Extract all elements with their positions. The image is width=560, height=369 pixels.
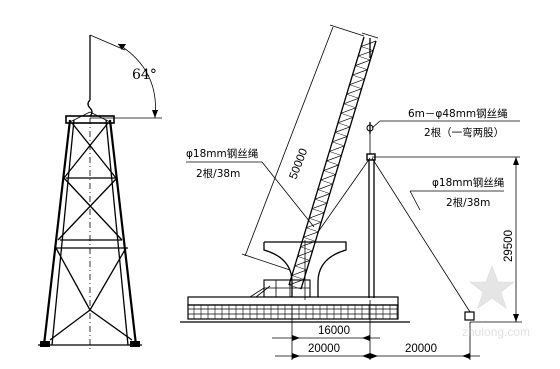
rope-left-label-1: φ18mm钢丝绳: [186, 147, 259, 160]
crane-base: [249, 279, 311, 298]
dim-16000: 16000: [318, 325, 350, 337]
watermark-logo-icon: [469, 265, 515, 309]
callout-left-rope: φ18mm钢丝绳 2根/38m: [186, 147, 315, 228]
callout-right-rope: φ18mm钢丝绳 2根/38m: [409, 176, 505, 211]
callout-top-rope: 6m－φ48mm钢丝绳 2根（一弯两股）: [371, 107, 520, 139]
guy-rope-right: [371, 157, 471, 313]
hook-icon: [87, 99, 93, 117]
tower-leg-left: [42, 119, 72, 346]
sling-left: [69, 111, 91, 123]
height-dim-label: 29500: [503, 230, 515, 262]
tower-leg-right: [108, 119, 138, 346]
rope-left-label-2: 2根/38m: [196, 167, 240, 180]
left-tower-view: 64°: [38, 34, 162, 350]
angle-arc: [117, 43, 156, 119]
anchor-block: [464, 311, 475, 321]
rope-right-label-2: 2根/38m: [446, 196, 490, 209]
dim-20000-left: 20000: [308, 343, 340, 355]
angle-ref-inclined: [89, 34, 126, 51]
guy-rope-left: [317, 157, 371, 233]
rope-top-label-1: 6m－φ48mm钢丝绳: [408, 107, 508, 120]
barge: [180, 296, 410, 323]
right-lifting-view: 50000 6m－φ48mm钢丝绳 2根（一弯两股） φ18mm钢丝绳 2根/: [180, 24, 522, 360]
sling-right: [89, 111, 111, 123]
crane-boom: [288, 32, 379, 290]
rope-top-label-2: 2根（一弯两股）: [424, 126, 504, 139]
boom-length-label: 50000: [288, 147, 311, 181]
pier: [263, 240, 347, 300]
angle-label: 64°: [132, 67, 157, 83]
mast: [366, 122, 376, 298]
pulley-icon: [366, 124, 374, 132]
dim-20000-right: 20000: [405, 343, 437, 355]
rope-right-label-1: φ18mm钢丝绳: [432, 176, 505, 189]
height-dimension: 29500: [470, 157, 522, 323]
barge-ribs: [193, 305, 398, 319]
angle-arrow-bottom: [152, 110, 158, 118]
horizontal-dimensions: 16000 20000 20000: [272, 300, 480, 360]
watermark: zhulong.com: [462, 265, 530, 339]
angle-arrow-top: [118, 44, 126, 50]
watermark-text: zhulong.com: [462, 325, 530, 339]
boom-length-dimension: 50000: [241, 24, 365, 271]
